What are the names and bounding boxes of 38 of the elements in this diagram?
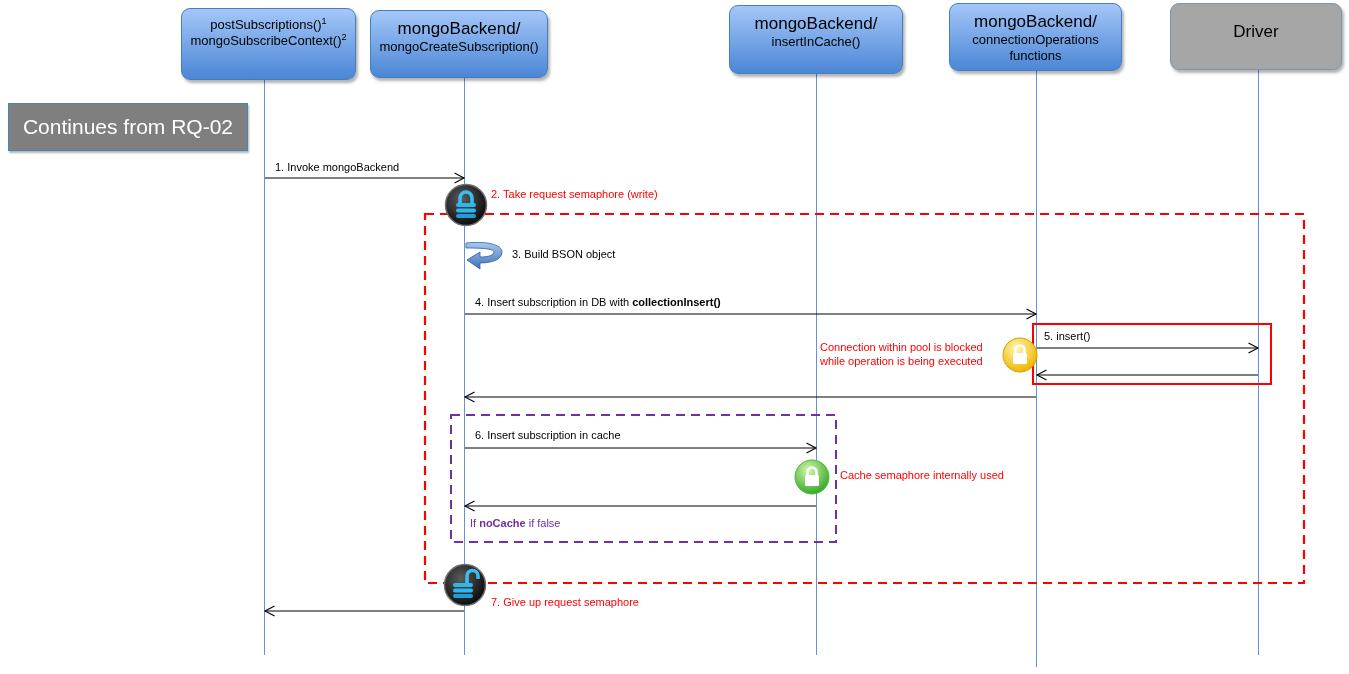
participant-label: connectionOperations functions [971, 32, 1100, 64]
message-label: 1. Invoke mongoBackend [275, 161, 400, 174]
message-arrow [1036, 342, 1259, 354]
participant-label: mongoSubscribeContext()$^{2}$ [189, 32, 348, 49]
message-label: 6. Insert subscription in cache [475, 429, 621, 442]
annotation: 7. Give up request semaphore [491, 595, 639, 609]
lifeline [264, 80, 265, 655]
lifeline [1258, 70, 1259, 655]
guard-condition: If noCache if false [470, 516, 561, 530]
annotation: 2. Take request semaphore (write) [491, 187, 658, 201]
lifeline [816, 74, 817, 655]
participant-label: mongoCreateSubscription() [378, 39, 540, 55]
annotation: Cache semaphore internally used [840, 468, 1004, 482]
message-label: 5. insert() [1044, 330, 1091, 343]
message-arrow [464, 442, 817, 454]
message-arrow [1036, 369, 1259, 381]
participant-label: mongoBackend/ [396, 19, 522, 40]
step-label: 3. Build BSON object [512, 247, 616, 261]
participant-label: mongoBackend/ [753, 14, 879, 35]
participant-label: mongoBackend/ [973, 12, 1098, 33]
participant-box [729, 5, 903, 74]
annotation: Connection within pool is blocked while operation is being executed [820, 340, 984, 368]
participant-box [1170, 3, 1342, 70]
participant-label: postSubscriptions()$^{1}$ [209, 17, 328, 33]
participant-label: Driver [1232, 22, 1280, 43]
message-label: 4. Insert subscription in DB with collectionInsert() [475, 296, 721, 309]
participant-label: insertInCache() [770, 34, 862, 50]
participant-box [181, 8, 356, 80]
message-arrow [464, 500, 817, 512]
message-arrow [264, 605, 465, 617]
message-arrow [264, 172, 465, 184]
lifeline [1036, 71, 1037, 667]
message-arrow [464, 308, 1037, 320]
message-arrow [464, 391, 1037, 403]
continuation-box [8, 103, 248, 151]
participant-box [370, 10, 548, 78]
participant-box [949, 3, 1122, 71]
continuation-label: Continues from RQ-02 [22, 115, 234, 139]
